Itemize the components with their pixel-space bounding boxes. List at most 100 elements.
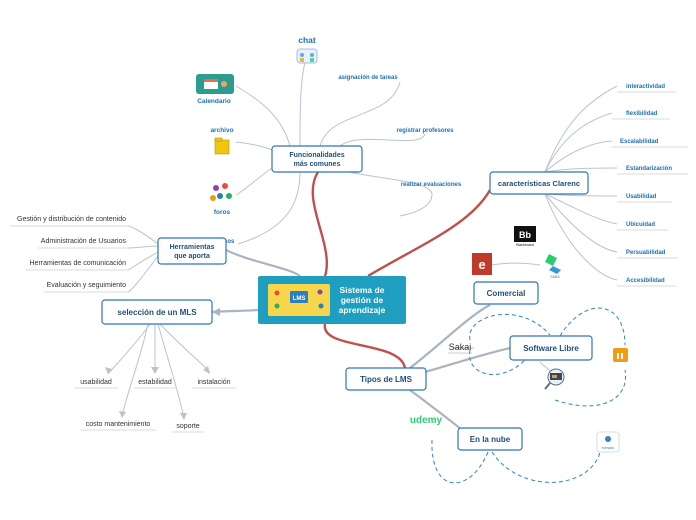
dash-nube-1 (431, 439, 489, 484)
en-la-nube-node[interactable]: En la nube (457, 427, 523, 451)
saba-caption: SABA (550, 275, 560, 279)
line-car-1 (544, 112, 613, 173)
dash-libre-2 (559, 307, 626, 346)
comercial-node[interactable]: Comercial (473, 281, 539, 305)
sel-item[interactable]: estabilidad (138, 379, 172, 386)
registrar-label[interactable]: registrar profesores (396, 128, 454, 134)
line-her-3 (127, 255, 159, 293)
her-item[interactable]: Administración de Usuarios (41, 238, 127, 245)
sel-item[interactable]: costo mantenimiento (86, 421, 151, 428)
sel-item[interactable]: instalación (197, 379, 230, 386)
central-title-3: aprendizaje (339, 305, 386, 315)
herramientas-node[interactable]: Herramientas que aporta (157, 237, 227, 265)
chat-label: chat (298, 35, 316, 45)
tipos-node[interactable]: Tipos de LMS (345, 367, 427, 391)
blackboard-logo: Bb Blackboard (514, 226, 536, 247)
line-registrar (339, 133, 426, 147)
line-archivo (235, 141, 273, 151)
en-la-nube-title: En la nube (470, 435, 511, 444)
caracteristicas-title: características Clarenc (498, 179, 580, 188)
asignacion-label[interactable]: asignación de tareas (338, 75, 398, 81)
car-item[interactable]: Usabilidad (626, 194, 657, 200)
link-caracteristicas (367, 189, 492, 278)
line-car-5 (544, 193, 618, 225)
arrow-sel-4 (180, 413, 187, 420)
caracteristicas-items: interactividad flexibilidad Escalabilida… (612, 84, 688, 287)
arrow-sel-2 (203, 366, 210, 374)
calendar-icon (196, 74, 234, 94)
line-calendario (235, 85, 291, 147)
arrow-seleccion (212, 308, 220, 316)
archivo-label: archivo (210, 127, 233, 134)
car-item[interactable]: flexibilidad (626, 111, 658, 117)
funcionalidades-node[interactable]: Funcionalidades más comunes (271, 145, 363, 173)
chat-item[interactable]: chat (296, 35, 318, 64)
line-her-0 (127, 225, 159, 245)
edmodo-caption: edmodo (602, 446, 615, 450)
line-sel-4 (157, 323, 185, 419)
central-title-1: Sistema de (340, 285, 385, 295)
udemy-logo: udemy (410, 415, 443, 426)
lms-badge: LMS (293, 296, 306, 302)
car-item[interactable]: Estandarización (626, 166, 672, 172)
caracteristicas-node[interactable]: características Clarenc (489, 171, 589, 195)
line-car-2 (544, 140, 613, 173)
line-car-6 (544, 193, 618, 253)
line-her-2 (127, 251, 159, 271)
line-evaluaciones (339, 169, 433, 217)
evaluaciones-label[interactable]: realizar evaluaciones (401, 182, 462, 188)
dash-nube-2 (491, 451, 601, 483)
her-item[interactable]: Gestión y distribución de contenido (17, 216, 126, 223)
foros-item[interactable]: foros (210, 183, 232, 216)
software-libre-title: Software Libre (523, 344, 579, 353)
line-sel-2 (159, 323, 211, 373)
laptop-icon (290, 291, 308, 303)
dash-libre-4 (554, 369, 627, 407)
arrow-sel-3 (119, 411, 126, 418)
line-car-7 (544, 193, 618, 281)
her-item[interactable]: Evaluación y seguimiento (47, 282, 126, 289)
car-item[interactable]: interactividad (626, 84, 665, 90)
central-node[interactable]: LMS Sistema de gestión de aprendizaje (258, 276, 406, 324)
calendario-item[interactable]: Calendario (196, 74, 234, 105)
saba-logo: SABA (545, 254, 561, 279)
line-sel-0 (107, 323, 151, 375)
line-foros (235, 167, 273, 196)
comercial-title: Comercial (487, 289, 526, 298)
funcionalidades-title-1: Funcionalidades (289, 152, 344, 159)
edmodo-logo: edmodo (596, 431, 620, 453)
car-item[interactable]: Escalabilidad (620, 139, 659, 145)
chat-icon (296, 48, 318, 64)
link-tipos (323, 323, 407, 369)
line-nube (409, 389, 463, 431)
car-item[interactable]: Accesibilidad (626, 278, 665, 284)
blackboard-caption: Blackboard (516, 243, 534, 247)
edx-logo: e (472, 253, 492, 275)
foros-label: foros (214, 209, 231, 216)
line-car-3 (544, 167, 618, 173)
line-car-0 (544, 85, 618, 173)
seleccion-node[interactable]: selección de un MLS (101, 299, 213, 325)
seleccion-title: selección de un MLS (117, 308, 197, 317)
sakai-caption: Sakai (449, 342, 472, 352)
tipos-title: Tipos de LMS (360, 375, 413, 384)
arrow-sel-1 (151, 367, 159, 374)
sel-item[interactable]: usabilidad (80, 379, 112, 386)
link-herramientas (225, 249, 301, 277)
sakai-logo: Sakai (448, 342, 472, 354)
line-cursos (237, 171, 301, 245)
herramientas-title-1: Herramientas (170, 244, 215, 251)
software-libre-node[interactable]: Software Libre (509, 335, 593, 361)
her-item[interactable]: Herramientas de comunicación (30, 260, 127, 267)
svg-text:Bb: Bb (519, 230, 531, 240)
moodle-search-icon (544, 368, 565, 390)
line-asignacion (319, 81, 401, 147)
forum-people-icon (210, 183, 232, 201)
line-chat (299, 57, 307, 147)
archivo-item[interactable]: archivo (210, 127, 234, 155)
sel-item[interactable]: soporte (176, 423, 199, 430)
central-title-2: gestión de (341, 295, 384, 305)
car-item[interactable]: Ubicuidad (626, 222, 655, 228)
car-item[interactable]: Persuabilidad (626, 250, 666, 256)
